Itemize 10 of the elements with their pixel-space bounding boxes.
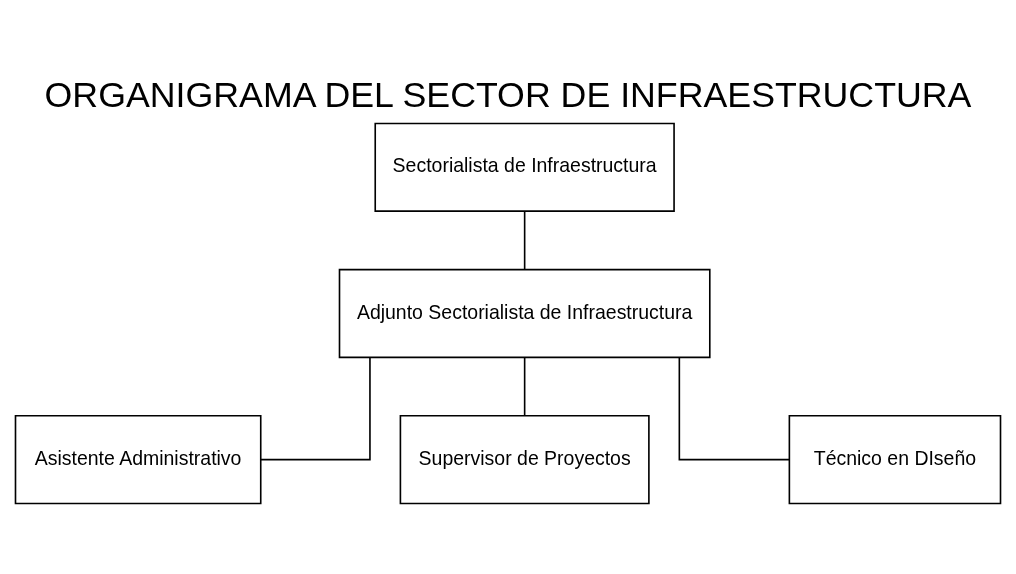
node-box: Asistente Administrativo [14, 414, 262, 504]
connector [523, 209, 526, 270]
node-box: Adjunto Sectorialista de Infraestructura [338, 268, 711, 358]
connector [678, 356, 790, 460]
connector [260, 356, 371, 460]
node-box: Sectorialista de Infraestructura [374, 122, 675, 212]
node-box: Técnico en DIseño [788, 414, 1002, 504]
node-box: Supervisor de Proyectos [399, 414, 650, 504]
connector [523, 356, 526, 416]
diagram-title: ORGANIGRAMA DEL SECTOR DE INFRAESTRUCTURA [44, 74, 972, 115]
